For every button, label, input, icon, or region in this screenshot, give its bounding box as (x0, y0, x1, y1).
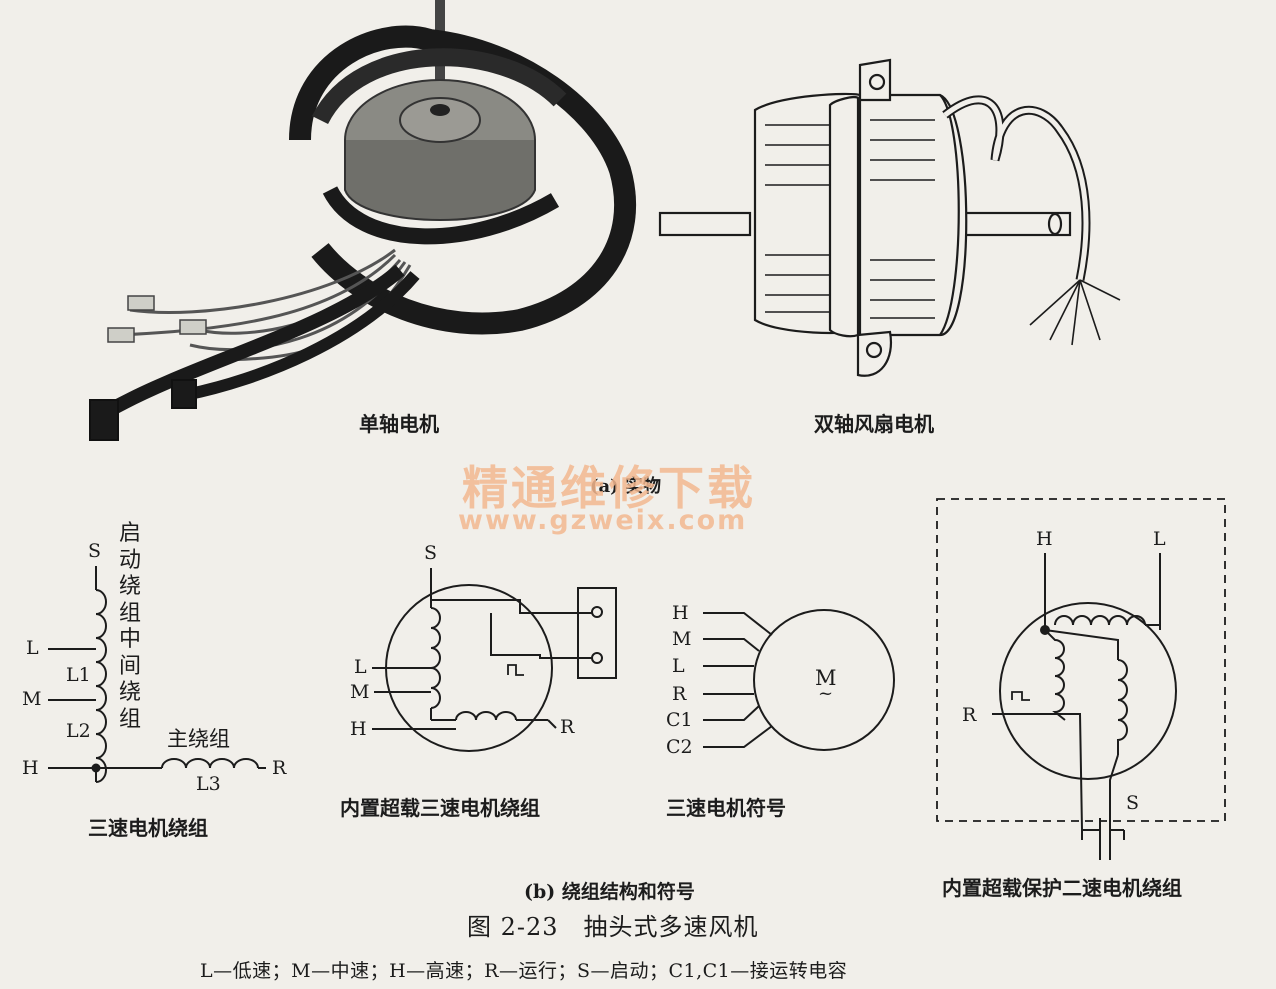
coil-l1-label: L1 (66, 664, 91, 686)
coil-l2-label: L2 (66, 720, 91, 742)
overload-terminal-l-label: L (354, 656, 367, 678)
overload-terminal-m-label: M (350, 681, 370, 703)
terminal-s-label: S (88, 540, 102, 562)
figure-legend: L—低速；M—中速；H—高速；R—运行；S—启动；C1,C1—接运转电容 (200, 960, 848, 982)
motor-tilde: ~ (818, 683, 834, 704)
symbol-terminal-c2: C2 (666, 736, 693, 758)
three-speed-winding-diagram (48, 566, 266, 783)
two-speed-terminal-s: S (1126, 792, 1140, 814)
symbol-terminal-c1: C1 (666, 709, 693, 731)
motor-symbol-caption: 三速电机符号 (666, 796, 786, 820)
terminal-h-label: H (22, 757, 39, 779)
overload-terminal-r-label: R (560, 716, 575, 738)
overload-terminal-h-label: H (350, 718, 367, 740)
two-speed-overload-diagram (936, 498, 1226, 860)
single-shaft-motor-photo (89, 0, 637, 441)
main-winding-label: 主绕组 (167, 727, 230, 751)
overload-terminal-s-label: S (424, 542, 438, 564)
symbol-terminal-l: L (672, 655, 685, 677)
builtin-overload-caption: 内置超载三速电机绕组 (340, 796, 540, 820)
two-speed-overload-caption: 内置超载保护二速电机绕组 (942, 876, 1182, 900)
part-a-caption: (a) 实物 (590, 476, 661, 497)
watermark-url: www.gzweix.com (458, 505, 748, 536)
two-speed-terminal-r: R (962, 704, 977, 726)
single-shaft-motor-caption: 单轴电机 (359, 412, 439, 436)
three-speed-winding-caption: 三速电机绕组 (88, 816, 208, 840)
symbol-terminal-m: M (672, 628, 692, 650)
figure-title: 图 2-23 抽头式多速风机 (467, 913, 759, 941)
two-speed-terminal-l: L (1153, 528, 1166, 550)
terminal-m-label: M (22, 688, 42, 710)
symbol-terminal-h: H (672, 602, 689, 624)
start-winding-label: 启动绕组中间绕组 (118, 521, 141, 732)
terminal-l-label: L (26, 637, 39, 659)
dual-shaft-motor-drawing (658, 58, 1121, 377)
three-speed-motor-symbol (703, 609, 895, 751)
part-b-caption: (b) 绕组结构和符号 (524, 881, 695, 903)
dual-shaft-motor-caption: 双轴风扇电机 (814, 412, 934, 436)
coil-l3-label: L3 (196, 773, 221, 795)
symbol-terminal-r: R (672, 683, 687, 705)
builtin-overload-winding-diagram (372, 568, 617, 752)
two-speed-terminal-h: H (1036, 528, 1053, 550)
watermark-site-name: 精通维修下载 (462, 461, 756, 515)
terminal-r-label: R (272, 757, 287, 779)
motor-letter: M (815, 666, 837, 690)
